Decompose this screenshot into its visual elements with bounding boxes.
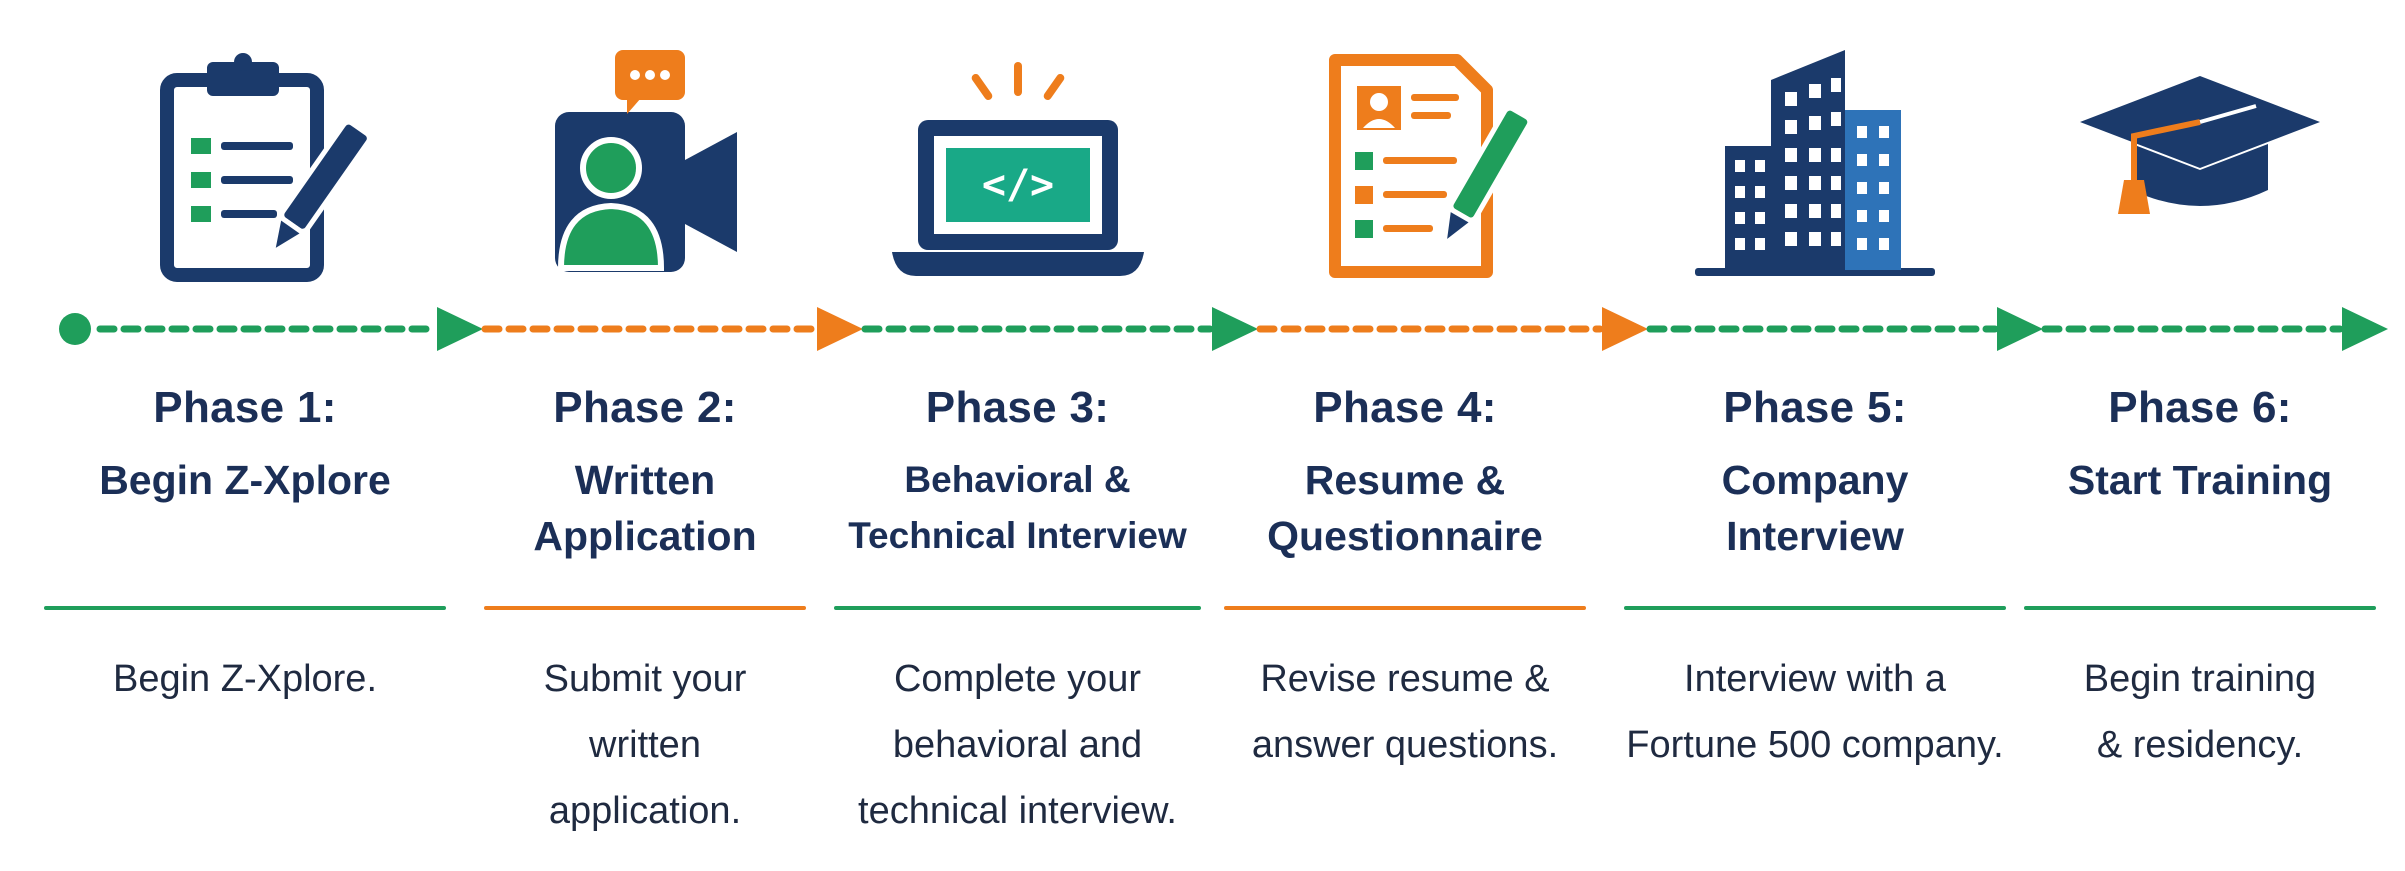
- phase-1: Phase 1: Begin Z-Xplore Begin Z-Xplore.: [30, 0, 460, 871]
- phase-4-divider: [1224, 606, 1586, 610]
- phase-2: Phase 2: Written Application Submit your…: [470, 0, 820, 871]
- phase-2-title: Written Application: [533, 457, 757, 559]
- phase-6-divider: [2024, 606, 2376, 610]
- video-interview-icon: [470, 40, 820, 290]
- phase-4-label: Phase 4:: [1313, 383, 1497, 432]
- phase-2-description: Submit your written application.: [543, 658, 747, 832]
- phase-5-label: Phase 5:: [1723, 383, 1907, 432]
- phase-5-divider: [1624, 606, 2006, 610]
- timeline-arrow-5: [1997, 307, 2043, 351]
- phase-5-title: Company Interview: [1721, 457, 1909, 559]
- phase-5-description: Interview with a Fortune 500 company.: [1626, 658, 2004, 766]
- phase-1-description: Begin Z-Xplore.: [112, 658, 377, 700]
- timeline-arrow-4: [1602, 307, 1648, 351]
- phase-4-description: Revise resume & answer questions.: [1251, 658, 1559, 766]
- phase-3: </> Phase 3: Behavioral & Technical Inte…: [820, 0, 1215, 871]
- clipboard-checklist-icon: [30, 40, 460, 290]
- phase-5: Phase 5: Company Interview Interview wit…: [1610, 0, 2020, 871]
- phase-2-label: Phase 2:: [553, 383, 737, 432]
- timeline-arrow-2: [817, 307, 863, 351]
- phase-3-description: Complete your behavioral and technical i…: [858, 658, 1177, 832]
- phase-1-label: Phase 1:: [153, 383, 337, 432]
- laptop-code-icon: </>: [820, 40, 1215, 290]
- phase-6: Phase 6: Start Training Begin training &…: [2010, 0, 2390, 871]
- phase-6-title: Start Training: [2067, 457, 2333, 503]
- timeline-arrow-3: [1212, 307, 1258, 351]
- phase-6-description: Begin training & residency.: [2083, 658, 2317, 766]
- phase-3-divider: [834, 606, 1201, 610]
- phase-1-title: Begin Z-Xplore: [99, 457, 391, 503]
- resume-document-icon: [1210, 40, 1600, 290]
- phase-2-divider: [484, 606, 806, 610]
- phase-4: Phase 4: Resume & Questionnaire Revise r…: [1210, 0, 1600, 871]
- phase-4-title: Resume & Questionnaire: [1267, 457, 1543, 559]
- timeline-arrow-6: [2342, 307, 2388, 351]
- timeline-start-dot: [59, 313, 91, 345]
- svg-text:</>: </>: [981, 162, 1053, 208]
- office-building-icon: [1610, 40, 2020, 290]
- phase-3-label: Phase 3:: [925, 383, 1110, 432]
- phase-6-label: Phase 6:: [2108, 383, 2292, 432]
- phase-1-divider: [44, 606, 446, 610]
- graduation-cap-icon: [2010, 40, 2390, 290]
- timeline-arrow-1: [437, 307, 483, 351]
- phase-3-title: Behavioral & Technical Interview: [848, 459, 1187, 556]
